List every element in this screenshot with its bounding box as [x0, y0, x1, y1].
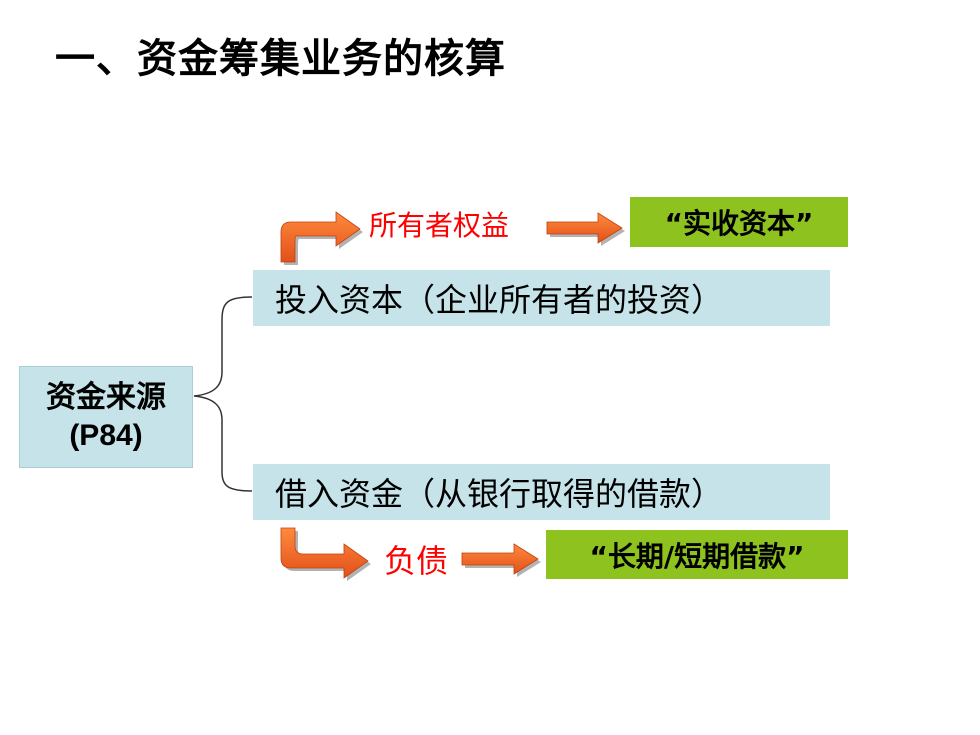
borrowed-funds-box: 借入资金（从银行取得的借款）: [253, 464, 830, 520]
borrowed-funds-label: 借入资金（从银行取得的借款）: [275, 475, 724, 513]
page-title: 一、资金筹集业务的核算: [55, 36, 506, 82]
liabilities-label: 负债: [384, 542, 449, 580]
loans-account-label: “长期/短期借款”: [589, 539, 805, 573]
funding-source-label: 资金来源: [46, 380, 166, 415]
funding-source-page-ref: (P84): [69, 419, 143, 452]
paid-in-capital-account-label: “实收资本”: [664, 207, 814, 240]
loans-account-box: “长期/短期借款”: [546, 530, 848, 579]
paid-in-capital-account-box: “实收资本”: [630, 197, 848, 247]
invested-capital-box: 投入资本（企业所有者的投资）: [253, 270, 830, 326]
invested-capital-label: 投入资本（企业所有者的投资）: [275, 281, 724, 319]
bent-arrow-down-icon: [280, 527, 371, 581]
block-arrow-top-icon: [546, 212, 625, 246]
bent-arrow-up-icon: [280, 211, 363, 265]
block-arrow-bottom-icon: [461, 543, 541, 577]
funding-source-box: 资金来源 (P84): [19, 366, 193, 468]
curly-brace-connector: [193, 296, 253, 492]
owners-equity-label: 所有者权益: [369, 209, 510, 242]
